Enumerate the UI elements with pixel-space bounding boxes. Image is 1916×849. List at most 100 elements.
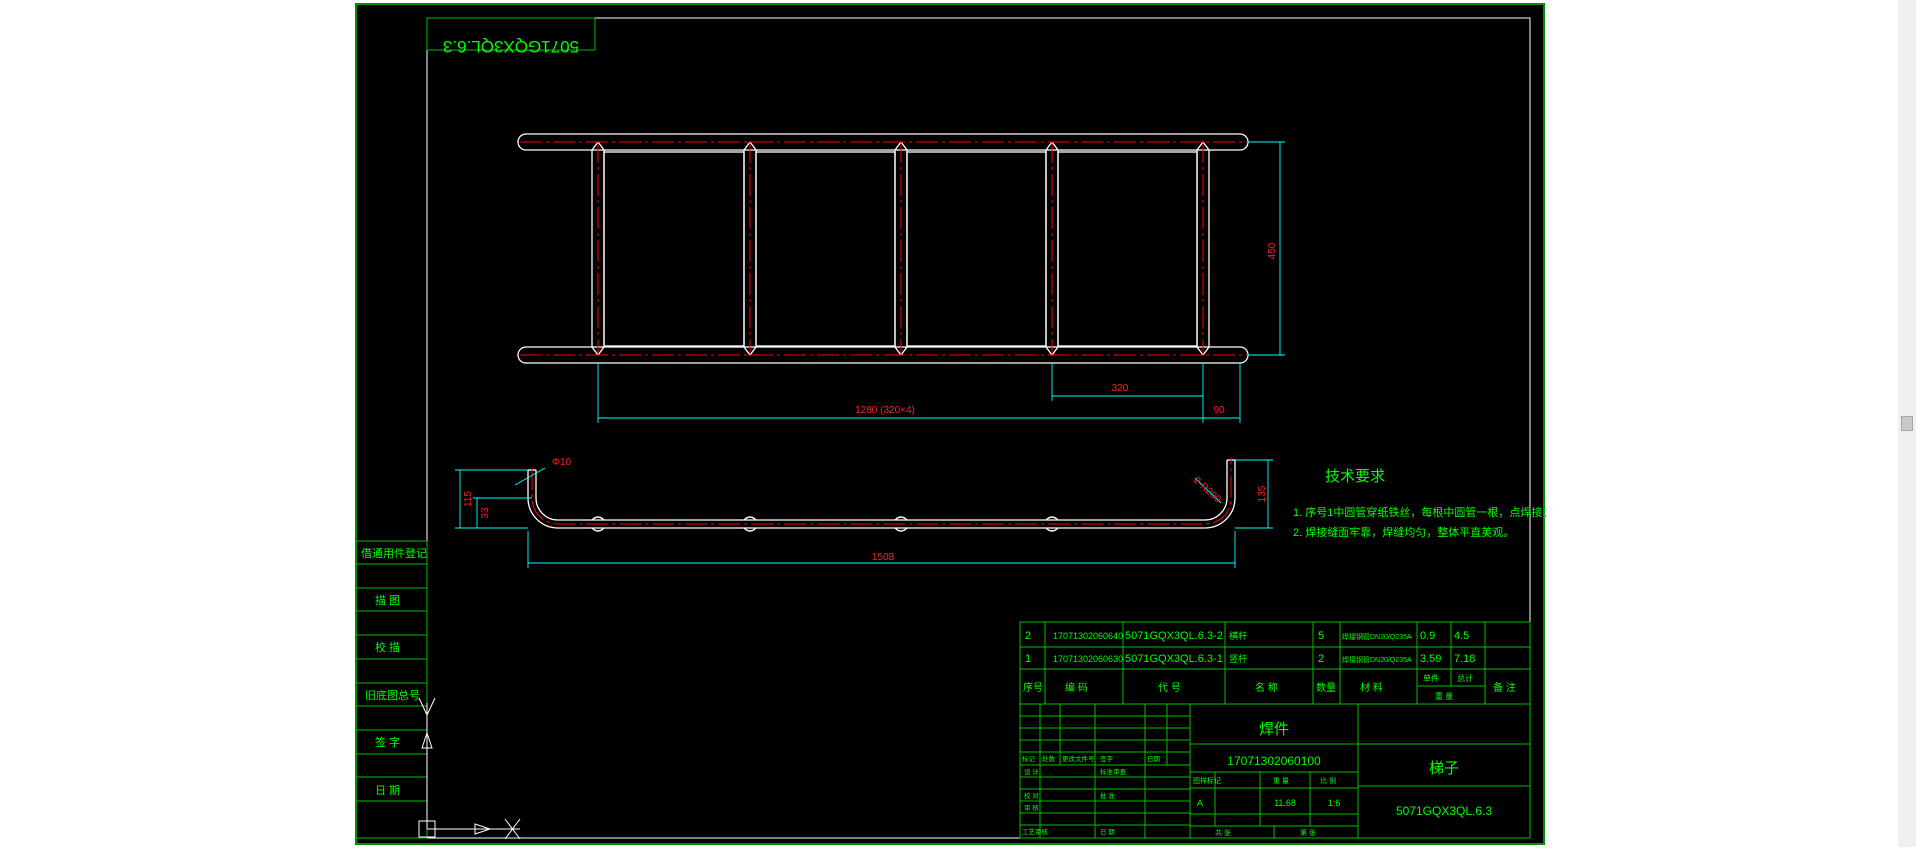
side-label-3: 校 描 — [375, 640, 400, 654]
dim-115: 115 — [463, 491, 474, 507]
tb-rev-5: 日期 — [1147, 755, 1161, 763]
dim-dia10: Φ10 — [552, 457, 572, 468]
side-label-4: 旧底图总号 — [365, 688, 420, 702]
dim-320: 320 — [1112, 383, 1129, 394]
bom-row1-no: 2 — [1025, 630, 1031, 642]
stub-2 — [743, 516, 757, 532]
tb-scale-value: 1:6 — [1328, 798, 1341, 808]
bom-rows: 2 17071302060640 5071GQX3QL.6.3-2 横杆 5 焊… — [1025, 630, 1475, 665]
dim-450: 450 — [1267, 242, 1278, 259]
bom-h-code: 编 码 — [1065, 681, 1088, 694]
side-rail-outer — [527, 460, 1236, 529]
tb-stage-label: 图样标记 — [1193, 776, 1221, 785]
ladder-top-view — [517, 133, 1249, 364]
left-strip-labels: 借通用件登记 描 图 校 描 旧底图总号 签 字 日 期 — [361, 546, 427, 797]
bom-header: 序号 编 码 代 号 名 称 数量 材 料 单件 总计 重 量 备 注 — [1023, 673, 1516, 701]
top-view-dimensions — [597, 141, 1285, 423]
tb-sign-r2: 批 准 — [1100, 791, 1115, 800]
dim-33: 33 — [480, 507, 491, 519]
bom-h-total: 总计 — [1457, 673, 1473, 683]
tech-req-item-1: 1. 序号1中圆管穿纸铁丝，每根中圆管一根，点焊接； — [1293, 505, 1553, 519]
tb-sign-2: 校 对 — [1024, 791, 1039, 800]
tb-name: 梯子 — [1429, 760, 1459, 777]
tb-rev-1: 标记 — [1022, 754, 1036, 763]
tb-sign-3: 审 核 — [1024, 803, 1039, 812]
bom-h-material: 材 料 — [1360, 681, 1383, 694]
bom-row1-total-wt: 4.5 — [1454, 630, 1469, 642]
bom-h-weight: 重 量 — [1435, 691, 1453, 701]
drawing-sheet: 5071GQX3QL.6.3 — [355, 3, 1553, 845]
tb-sign-r1: 标准审查 — [1100, 767, 1127, 776]
center-lines — [520, 141, 1250, 356]
bom-table — [1019, 621, 1531, 705]
title-block — [1019, 703, 1531, 839]
tech-req-item-2: 2. 焊接缝面牢靠，焊缝均匀，整体平直美观。 — [1293, 525, 1514, 539]
tb-sign-1: 设 计 — [1024, 767, 1039, 776]
vertical-scrollbar[interactable] — [1898, 0, 1916, 847]
bom-row2-code: 17071302060630 — [1053, 654, 1123, 664]
bom-h-note: 备 注 — [1493, 681, 1516, 694]
bom-row1-code: 17071302060640 — [1053, 631, 1123, 641]
side-view-dimensions — [455, 459, 1273, 568]
bom-h-qty: 数量 — [1316, 681, 1336, 694]
sheet-border — [355, 3, 1545, 845]
top-rail — [517, 133, 1249, 151]
bom-row2-no: 1 — [1025, 653, 1031, 665]
bom-h-name: 名 称 — [1255, 681, 1278, 694]
tb-sign-4: 工艺审核 — [1022, 827, 1049, 836]
left-side-strip — [355, 540, 428, 839]
bom-row2-name: 竖杆 — [1229, 653, 1247, 664]
bom-row1-unit-wt: 0.9 — [1420, 630, 1435, 642]
tb-weight-label: 重 量 — [1273, 777, 1289, 785]
tb-sheet-of-label: 第 张 — [1300, 828, 1316, 837]
dim-1508: 1508 — [872, 552, 895, 563]
side-label-2: 描 图 — [375, 593, 400, 607]
bom-row2-unit-wt: 3.59 — [1420, 653, 1441, 665]
bom-row1-name: 横杆 — [1229, 630, 1247, 641]
title-block-signoffs: 标记 处数 更改文件号 签字 日期 设 计 校 对 审 核 工艺审核 标准审查 … — [1022, 754, 1161, 836]
bom-row2-material: 焊接钢管DN20/Q235A — [1342, 655, 1412, 664]
stub-3 — [894, 516, 908, 532]
tb-sign-r3: 日 期 — [1100, 828, 1115, 836]
side-label-5: 签 字 — [375, 735, 400, 749]
side-rail-inner — [535, 460, 1228, 521]
ucs-icon — [418, 697, 521, 840]
scrollbar-thumb[interactable] — [1901, 416, 1913, 431]
inner-frame — [426, 17, 1531, 839]
tb-weight-value: 11.68 — [1274, 798, 1296, 808]
bom-row1-material: 焊接钢管DN20/Q235A — [1342, 632, 1412, 641]
tb-drawing-no: 5071GQX3QL.6.3 — [1396, 804, 1492, 818]
stub-4 — [1045, 516, 1059, 532]
tb-sheet-label: 共 张 — [1215, 828, 1231, 837]
tb-rev-4: 签字 — [1100, 754, 1114, 763]
stub-1 — [591, 516, 605, 532]
bom-row2-qty: 2 — [1318, 653, 1324, 665]
bom-h-part: 代 号 — [1158, 682, 1181, 694]
dim-1280: 1280 (320×4) — [855, 405, 915, 416]
ladder-side-view — [527, 459, 1236, 532]
tech-req-title: 技术要求 — [1325, 468, 1385, 485]
side-label-6: 日 期 — [375, 784, 400, 797]
title-block-text: 焊件 17071302060100 梯子 5071GQX3QL.6.3 图样标记… — [1193, 721, 1492, 837]
side-center-line — [531, 458, 1232, 525]
tb-type: 焊件 — [1259, 721, 1289, 738]
tb-stage-value: A — [1197, 798, 1203, 808]
bom-row2-total-wt: 7.18 — [1454, 653, 1475, 665]
tb-rev-2: 处数 — [1042, 754, 1056, 763]
bom-h-unit: 单件 — [1423, 673, 1439, 683]
bom-row2-part: 5071GQX3QL.6.3-1 — [1125, 653, 1223, 665]
tb-code: 17071302060100 — [1227, 754, 1321, 768]
drawing-canvas[interactable]: 5071GQX3QL.6.3 — [355, 3, 1553, 845]
tech-requirements: 技术要求 1. 序号1中圆管穿纸铁丝，每根中圆管一根，点焊接； 2. 焊接缝面牢… — [1293, 468, 1553, 539]
dim-r200: 2-R200 — [1191, 475, 1223, 505]
side-label-1: 借通用件登记 — [361, 546, 427, 560]
bom-h-no: 序号 — [1023, 681, 1043, 694]
dim-135: 135 — [1257, 485, 1268, 502]
stamp-box — [426, 17, 596, 51]
stamp-text: 5071GQX3QL.6.3 — [443, 37, 579, 56]
bom-row1-qty: 5 — [1318, 630, 1324, 642]
bom-row1-part: 5071GQX3QL.6.3-2 — [1125, 630, 1223, 642]
tb-scale-label: 比 例 — [1320, 776, 1336, 785]
tb-rev-3: 更改文件号 — [1062, 754, 1095, 763]
